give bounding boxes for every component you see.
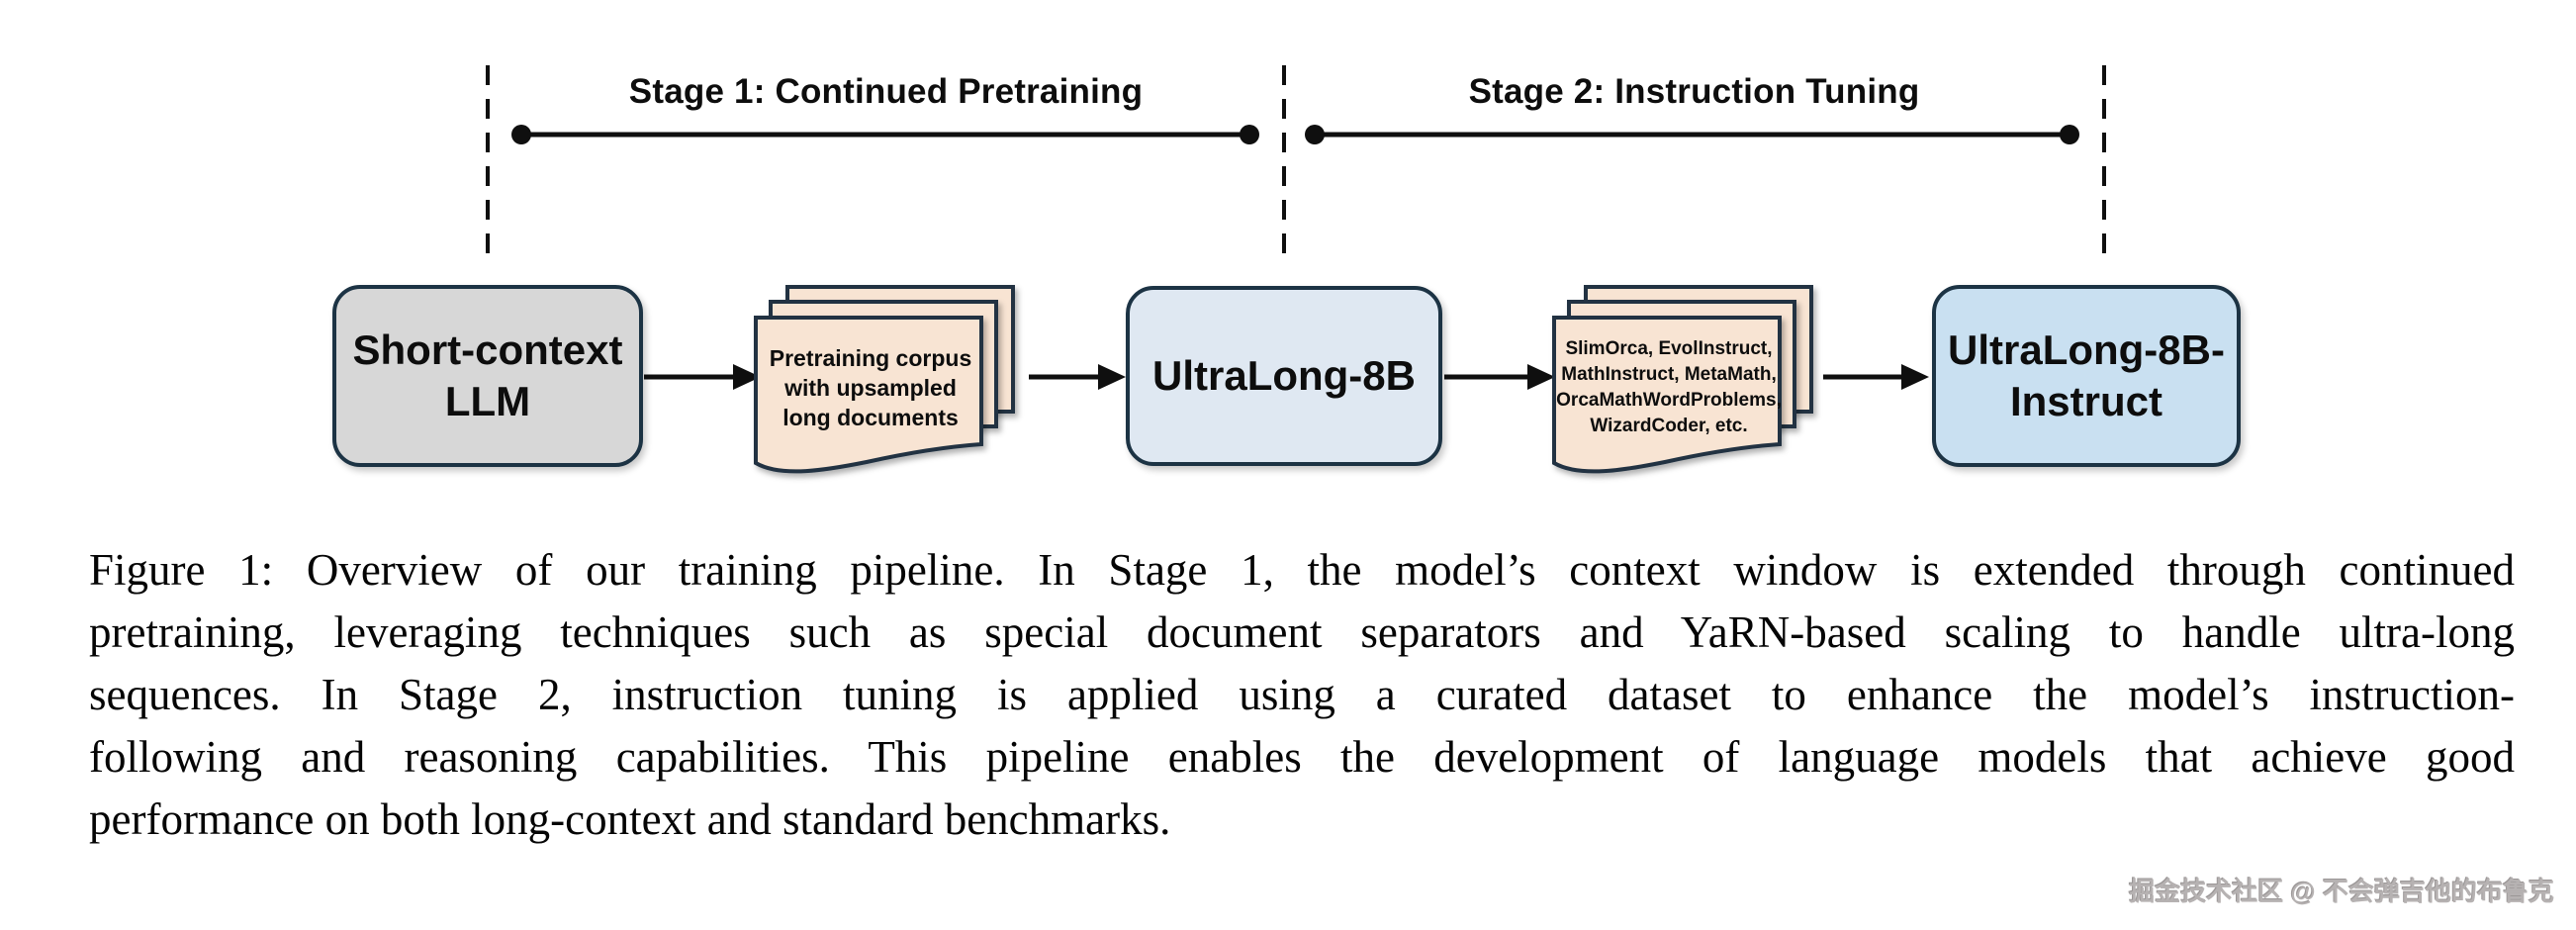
node-instruction-datasets-documents: SlimOrca, EvolInstruct, MathInstruct, Me… bbox=[1552, 285, 1815, 481]
node-short-context-llm-label-line2: LLM bbox=[444, 378, 531, 424]
pretraining-corpus-label-line3: long documents bbox=[782, 405, 959, 430]
node-ultralong-8b-instruct-label-line1: UltraLong-8B- bbox=[1948, 326, 2225, 373]
node-ultralong-8b-label: UltraLong-8B bbox=[1152, 352, 1416, 399]
instruction-datasets-label-line4: WizardCoder, etc. bbox=[1590, 416, 1748, 436]
caption-line-3: sequences. In Stage 2, instruction tunin… bbox=[89, 670, 2515, 719]
arrow-ultralong-to-datasets bbox=[1444, 364, 1555, 390]
instruction-datasets-label-line3: OrcaMathWordProblems, bbox=[1556, 390, 1782, 411]
pretraining-corpus-label-line1: Pretraining corpus bbox=[769, 345, 972, 371]
arrow-corpus-to-ultralong bbox=[1029, 364, 1126, 390]
node-ultralong-8b-instruct-label-line2: Instruct bbox=[2009, 378, 2162, 424]
caption-line-5: performance on both long-context and sta… bbox=[89, 794, 1171, 844]
arrow-datasets-to-instruct bbox=[1823, 364, 1929, 390]
stage1-label: Stage 1: Continued Pretraining bbox=[628, 72, 1144, 111]
stage2-label: Stage 2: Instruction Tuning bbox=[1468, 72, 1920, 111]
caption-line-4: following and reasoning capabilities. Th… bbox=[89, 732, 2515, 782]
arrow-llm-to-corpus bbox=[644, 364, 761, 390]
stage1-range-line bbox=[511, 125, 1259, 144]
node-short-context-llm-label-line1: Short-context bbox=[352, 326, 623, 373]
document-stack-icon bbox=[1552, 285, 1813, 474]
pretraining-corpus-label: Pretraining corpus with upsampled long d… bbox=[760, 332, 981, 443]
node-ultralong-8b: UltraLong-8B bbox=[1126, 286, 1442, 466]
node-pretraining-corpus-documents: Pretraining corpus with upsampled long d… bbox=[754, 285, 1017, 481]
instruction-datasets-label: SlimOrca, EvolInstruct, MathInstruct, Me… bbox=[1556, 332, 1782, 443]
watermark-text: 掘金技术社区 @ 不会弹吉他的布鲁克 bbox=[2129, 877, 2554, 906]
pretraining-corpus-label-line2: with upsampled bbox=[784, 375, 957, 401]
caption-line-1: Figure 1: Overview of our training pipel… bbox=[89, 545, 2515, 595]
stage2-range-line bbox=[1305, 125, 2079, 144]
instruction-datasets-label-line1: SlimOrca, EvolInstruct, bbox=[1565, 338, 1773, 359]
figure-caption: Figure 1: Overview of our training pipel… bbox=[89, 539, 2515, 851]
caption-line-2: pretraining, leveraging techniques such … bbox=[89, 607, 2515, 657]
node-short-context-llm: Short-context LLM bbox=[332, 285, 643, 467]
node-ultralong-8b-instruct: UltraLong-8B- Instruct bbox=[1932, 285, 2241, 467]
document-stack-icon bbox=[754, 285, 1015, 474]
instruction-datasets-label-line2: MathInstruct, MetaMath, bbox=[1561, 364, 1777, 385]
